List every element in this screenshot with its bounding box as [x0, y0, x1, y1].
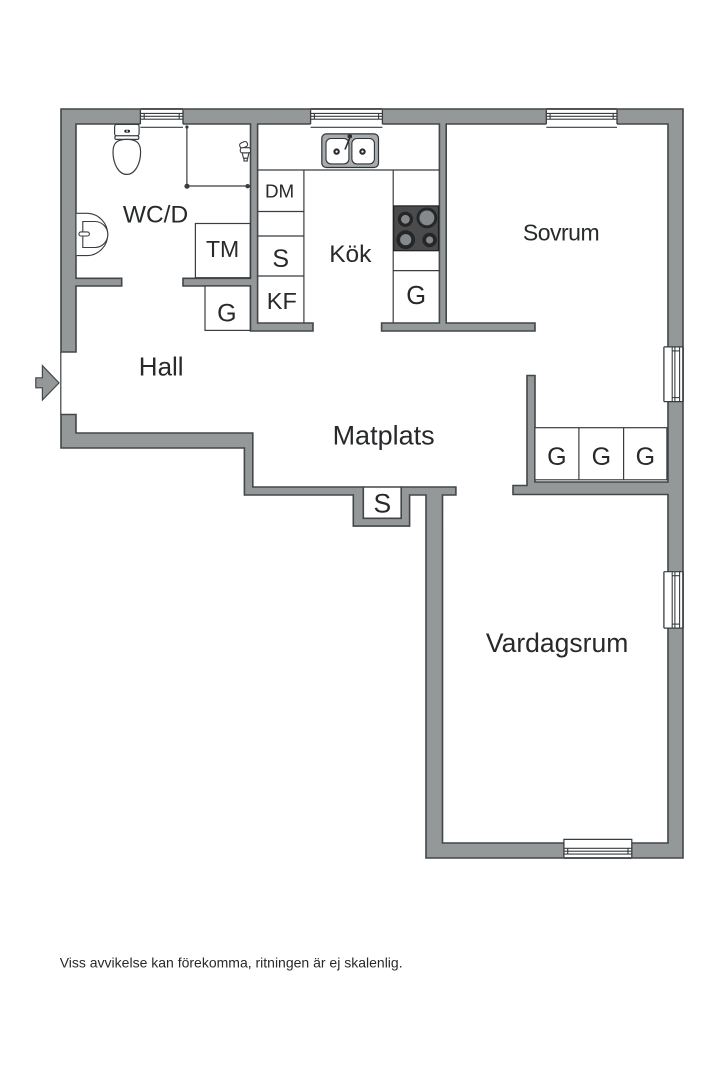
- svg-text:G: G: [217, 300, 236, 328]
- svg-text:G: G: [592, 443, 611, 471]
- svg-text:KF: KF: [267, 288, 297, 314]
- svg-text:G: G: [547, 443, 566, 471]
- svg-text:Kök: Kök: [329, 241, 372, 268]
- svg-text:G: G: [636, 443, 655, 471]
- svg-text:TM: TM: [206, 236, 239, 262]
- svg-text:Sovrum: Sovrum: [523, 219, 599, 245]
- svg-text:S: S: [272, 245, 289, 273]
- svg-text:WC/D: WC/D: [123, 201, 188, 228]
- svg-text:S: S: [374, 488, 392, 518]
- svg-text:Viss avvikelse kan förekomma,: Viss avvikelse kan förekomma, ritningen …: [60, 954, 403, 970]
- svg-text:Hall: Hall: [139, 352, 184, 382]
- svg-text:DM: DM: [265, 180, 294, 201]
- svg-text:Vardagsrum: Vardagsrum: [486, 628, 628, 658]
- svg-text:G: G: [406, 282, 426, 310]
- svg-text:Matplats: Matplats: [333, 420, 435, 450]
